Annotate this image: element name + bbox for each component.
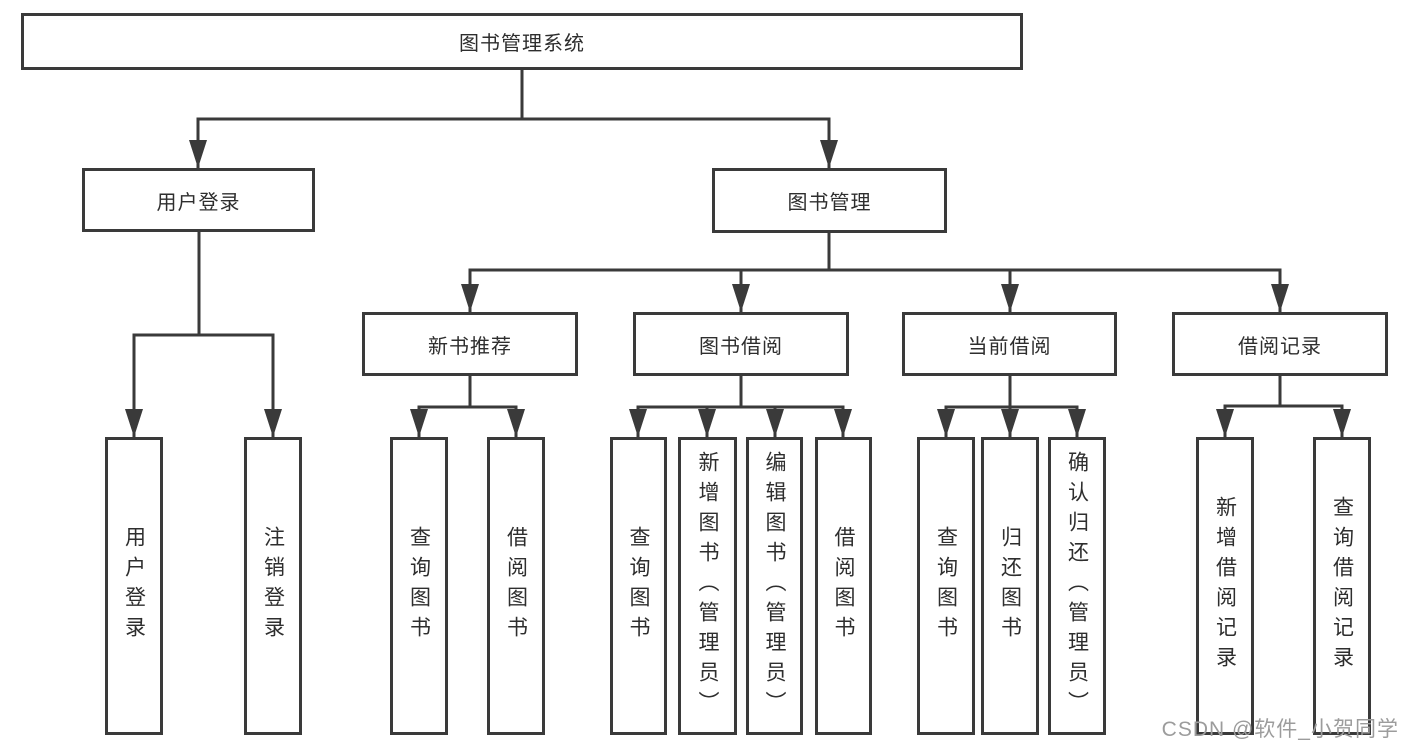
node-leaf-bb-edit-books-admin: 编辑图书（管理员） <box>746 437 803 735</box>
node-book-borrowing-label: 图书借阅 <box>699 335 783 358</box>
node-root: 图书管理系统 <box>21 13 1023 70</box>
node-user-login-label: 用户登录 <box>156 191 241 214</box>
node-leaf-br-query-record-label: 查询借阅记录 <box>1330 496 1354 676</box>
node-root-label: 图书管理系统 <box>459 33 585 55</box>
node-leaf-nbr-borrow-books-label: 借阅图书 <box>504 526 528 646</box>
node-leaf-bb-query-books-label: 查询图书 <box>627 526 650 646</box>
node-borrowing-records: 借阅记录 <box>1172 312 1388 376</box>
watermark: CSDN @软件_小贺同学 <box>1161 718 1399 741</box>
node-leaf-user-login: 用户登录 <box>105 437 163 735</box>
node-leaf-br-query-record: 查询借阅记录 <box>1313 437 1371 735</box>
node-leaf-nbr-borrow-books: 借阅图书 <box>487 437 545 735</box>
node-user-login: 用户登录 <box>82 168 315 232</box>
node-leaf-cb-return-books: 归还图书 <box>981 437 1039 735</box>
node-book-management: 图书管理 <box>712 168 947 233</box>
node-leaf-logout: 注销登录 <box>244 437 302 735</box>
node-new-book-recommend-label: 新书推荐 <box>428 335 512 358</box>
node-leaf-user-login-label: 用户登录 <box>122 526 146 646</box>
node-leaf-bb-add-books-admin: 新增图书（管理员） <box>678 437 737 735</box>
node-leaf-logout-label: 注销登录 <box>261 526 285 646</box>
node-new-book-recommend: 新书推荐 <box>362 312 578 376</box>
node-leaf-cb-return-books-label: 归还图书 <box>998 526 1022 646</box>
node-leaf-bb-borrow-books-label: 借阅图书 <box>832 526 855 646</box>
node-leaf-bb-edit-books-admin-label: 编辑图书（管理员） <box>763 451 786 721</box>
node-current-borrowing: 当前借阅 <box>902 312 1117 376</box>
node-current-borrowing-label: 当前借阅 <box>967 335 1052 358</box>
node-leaf-bb-query-books: 查询图书 <box>610 437 667 735</box>
node-leaf-cb-confirm-return-admin: 确认归还（管理员） <box>1048 437 1106 735</box>
node-leaf-cb-query-books: 查询图书 <box>917 437 975 735</box>
node-borrowing-records-label: 借阅记录 <box>1238 335 1322 358</box>
node-leaf-br-add-record-label: 新增借阅记录 <box>1213 496 1237 676</box>
node-leaf-br-add-record: 新增借阅记录 <box>1196 437 1254 735</box>
node-leaf-nbr-query-books-label: 查询图书 <box>407 526 431 646</box>
node-book-management-label: 图书管理 <box>787 192 872 214</box>
node-book-borrowing: 图书借阅 <box>633 312 849 376</box>
node-leaf-cb-confirm-return-admin-label: 确认归还（管理员） <box>1065 451 1089 721</box>
node-leaf-nbr-query-books: 查询图书 <box>390 437 448 735</box>
node-leaf-bb-borrow-books: 借阅图书 <box>815 437 872 735</box>
node-leaf-cb-query-books-label: 查询图书 <box>934 526 958 646</box>
node-leaf-bb-add-books-admin-label: 新增图书（管理员） <box>696 451 719 721</box>
